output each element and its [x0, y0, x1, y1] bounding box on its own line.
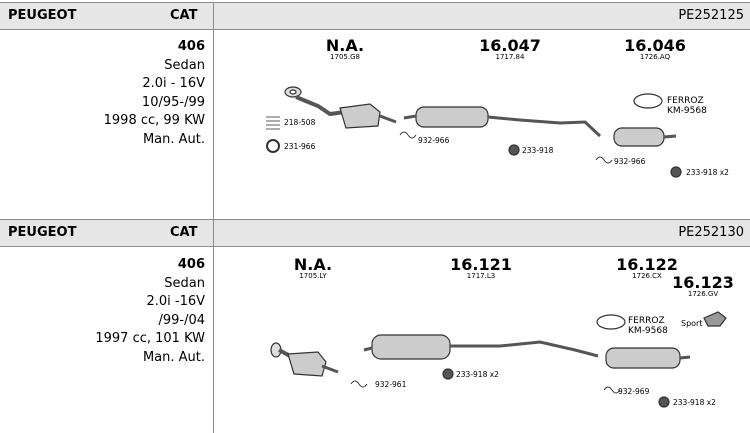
row2-rear-silencer-icon [605, 347, 681, 369]
row1-ferroz[interactable]: FERROZ KM-9568 [667, 96, 707, 116]
row1-part-3-number: 16.046 [624, 36, 686, 55]
row1-acc-1[interactable]: 218-508 [284, 118, 316, 127]
row1-catalyst-icon [339, 103, 381, 129]
row2-ferroz-code: KM-9568 [628, 326, 668, 336]
row1-header-divider [213, 3, 214, 29]
row1-clamp-2-icon [595, 156, 613, 164]
row2-part-1[interactable]: N.A. 1705.LY [268, 255, 358, 280]
row2-engine: 2.0i -16V [146, 294, 205, 309]
row2-acc-2[interactable]: 233-918 x2 [456, 370, 499, 379]
row1-part-2-number: 16.047 [479, 36, 541, 55]
row1-part-2-ref: 1717.84 [495, 53, 525, 61]
row1-part-3-ref: 1726.AQ [639, 53, 671, 61]
row2-ferroz-brand: FERROZ [628, 316, 665, 326]
row2-tailpipe-icon [450, 340, 599, 358]
row1-downpipe-icon [295, 95, 346, 117]
row2-acc-1[interactable]: 932-961 [375, 380, 407, 389]
row2-sport-label[interactable]: Sport [681, 319, 703, 328]
row2-years: /99-/04 [158, 312, 205, 328]
row2-catalyst-icon [287, 351, 327, 377]
row2-part-1-ref: 1705.LY [299, 272, 327, 280]
row2-clamp-2-icon [603, 386, 621, 394]
row1-part-1[interactable]: N.A. 1705.G8 [300, 36, 390, 61]
row1-acc-3[interactable]: 932-966 [418, 136, 450, 145]
row2-sport-tip-icon [703, 311, 727, 327]
row1-part-3[interactable]: 16.046 1726.AQ [610, 36, 700, 61]
row1-part-1-number: N.A. [325, 36, 365, 55]
row2-part-3[interactable]: 16.122 1726.CX [602, 255, 692, 280]
row2-header-divider [213, 220, 214, 246]
row2-body: Sedan [164, 275, 205, 291]
row1-ferroz-code: KM-9568 [667, 106, 707, 116]
row2-brand: PEUGEOT [8, 225, 77, 240]
row2-ferroz-icon [596, 314, 626, 330]
row1-cat: CAT [170, 8, 198, 23]
row1-acc-4[interactable]: 233-918 [522, 146, 554, 155]
row2-header: PEUGEOT CAT PE252130 [0, 219, 750, 247]
row1-code[interactable]: PE252125 [678, 8, 744, 23]
row1-part-1-ref: 1705.G8 [330, 53, 360, 61]
row1-gasket-icon [266, 139, 280, 153]
row1-rubber-1-icon [508, 144, 520, 156]
row1-divider [213, 30, 214, 220]
row1-vehicle: 406 Sedan 2.0i - 16V 10/95-/99 1998 cc, … [0, 38, 205, 149]
row1-acc-2[interactable]: 231-966 [284, 142, 316, 151]
row2-part-1-number: N.A. [293, 255, 333, 274]
row2-code[interactable]: PE252130 [678, 225, 744, 240]
row1-body: Sedan [164, 57, 205, 73]
row2-model: 406 [177, 257, 205, 272]
row1-years: 10/95-/99 [141, 94, 205, 110]
row2-part-3-ref: 1726.CX [632, 272, 662, 280]
row1-ferroz-icon [633, 93, 663, 109]
row1-rubber-2-icon [670, 166, 682, 178]
row1-ferroz-brand: FERROZ [667, 96, 704, 106]
row2-ferroz[interactable]: FERROZ KM-9568 [628, 316, 668, 336]
row1-header: PEUGEOT CAT PE252125 [0, 2, 750, 30]
row1-bolts-icon [266, 116, 280, 130]
row2-part-4-ref: 1726.GV [687, 290, 719, 298]
row2-acc-3[interactable]: 932-969 [618, 387, 650, 396]
row1-model: 406 [177, 39, 205, 54]
row2-vehicle: 406 Sedan 2.0i -16V /99-/04 1997 cc, 101… [0, 256, 205, 367]
row2-clamp-1-icon [350, 380, 368, 388]
row2-rubber-1-icon [442, 368, 454, 380]
row2-part-3-number: 16.122 [616, 255, 678, 274]
row2-transmission: Man. Aut. [142, 349, 205, 365]
row1-exhaust-diagram[interactable] [0, 0, 750, 220]
row2-divider [213, 247, 214, 433]
row1-brand: PEUGEOT [8, 8, 77, 23]
row1-displacement: 1998 cc, 99 KW [103, 113, 205, 128]
row1-part-2[interactable]: 16.047 1717.84 [465, 36, 555, 61]
row1-transmission: Man. Aut. [142, 131, 205, 147]
row1-engine: 2.0i - 16V [142, 76, 205, 91]
row2-part-4-number: 16.123 [672, 273, 734, 292]
row2-part-2-ref: 1717.L3 [466, 272, 496, 280]
row2-part-2[interactable]: 16.121 1717.L3 [436, 255, 526, 280]
row2-rubber-2-icon [658, 396, 670, 408]
row2-part-4[interactable]: 16.123 1726.GV [658, 273, 748, 298]
row2-acc-4[interactable]: 233-918 x2 [673, 398, 716, 407]
row1-clamp-1-icon [399, 131, 417, 139]
row2-middle-silencer-icon [371, 334, 451, 360]
row2-part-2-number: 16.121 [450, 255, 512, 274]
row1-tailpipe-icon [487, 115, 602, 138]
row2-cat: CAT [170, 225, 198, 240]
row2-displacement: 1997 cc, 101 KW [95, 331, 205, 346]
row1-acc-5[interactable]: 932-966 [614, 157, 646, 166]
row1-acc-6[interactable]: 233-918 x2 [686, 168, 729, 177]
